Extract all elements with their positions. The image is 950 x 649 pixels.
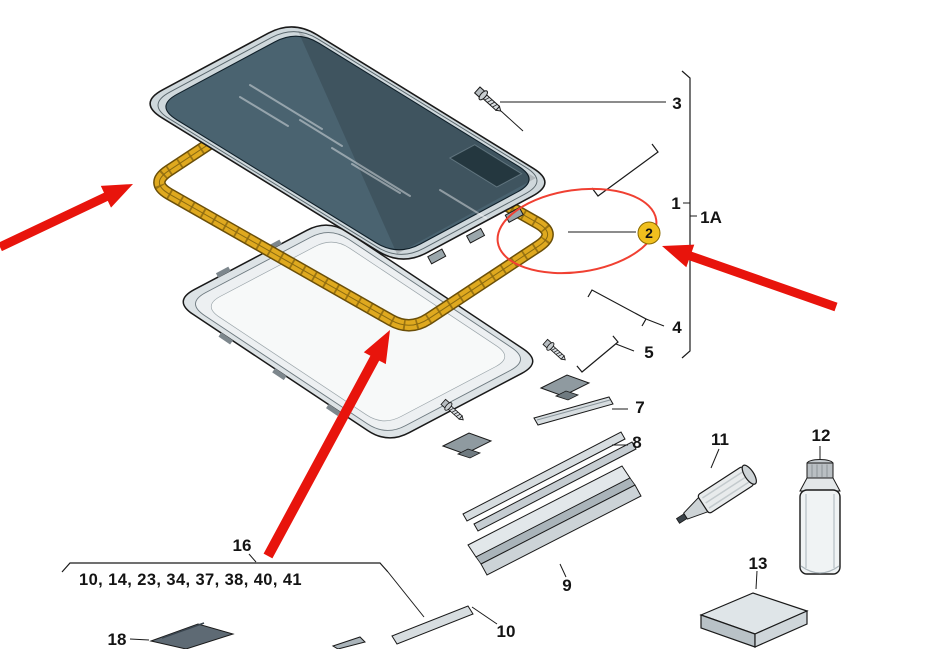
part-glass-lid	[149, 26, 546, 265]
bracket-5	[576, 335, 619, 373]
part-screw-3	[473, 85, 524, 132]
glass-frame-step	[157, 31, 538, 255]
bracket-16	[61, 562, 389, 573]
callout-7: 7	[635, 398, 644, 417]
callout-5: 5	[644, 343, 653, 362]
part-rail-8	[462, 431, 637, 532]
part-rail-10	[331, 605, 474, 649]
leader-lines	[129, 101, 821, 641]
glass-shade	[298, 31, 536, 254]
callouts: 3 1 1A 4 5 7 8 9 10 11 12 13 16 18 10, 1…	[79, 94, 830, 649]
callout-4: 4	[672, 318, 682, 337]
part-2-badge: 2	[637, 221, 661, 245]
glass-frame-clips	[427, 206, 524, 265]
callout-3: 3	[672, 94, 681, 113]
part-frame-panel	[182, 224, 534, 439]
bracket-1	[591, 143, 659, 197]
callout-1: 1	[671, 194, 680, 213]
callout-16: 16	[233, 536, 252, 555]
part-rail-7	[533, 396, 614, 426]
glass-reflection-streaks	[239, 84, 487, 219]
callout-10: 10	[497, 622, 516, 641]
part-clip-rear	[539, 374, 591, 401]
badge-circle	[637, 221, 661, 245]
red-arrow-right	[662, 244, 838, 312]
red-arrow-left	[0, 184, 133, 252]
red-arrows	[0, 184, 838, 559]
part-wedge-18	[149, 622, 235, 649]
callout-8: 8	[632, 433, 641, 452]
callout-9: 9	[562, 576, 571, 595]
part-rail-9	[467, 465, 642, 576]
callout-11: 11	[711, 430, 729, 449]
callout-12: 12	[812, 426, 831, 445]
part-sealant-tube	[675, 464, 757, 524]
part-screw-5	[541, 337, 569, 364]
callout-18: 18	[108, 630, 127, 649]
bracket-4	[587, 289, 647, 327]
highlight-ellipse	[496, 187, 658, 275]
group-parts-list: 10, 14, 23, 34, 37, 38, 40, 41	[79, 571, 302, 589]
group-brackets	[61, 70, 691, 573]
callout-13: 13	[749, 554, 768, 573]
callout-1a: 1A	[700, 208, 722, 227]
glass-printed-patch	[448, 144, 523, 188]
part-clip-front	[441, 432, 493, 459]
callout-2: 2	[645, 225, 653, 241]
part-bottle	[799, 459, 841, 575]
bracket-1a	[681, 70, 691, 359]
glass-pane	[165, 35, 530, 251]
red-arrow-bottom	[263, 330, 390, 559]
frame-panel-center	[210, 241, 506, 422]
part-flat-box	[699, 592, 809, 648]
